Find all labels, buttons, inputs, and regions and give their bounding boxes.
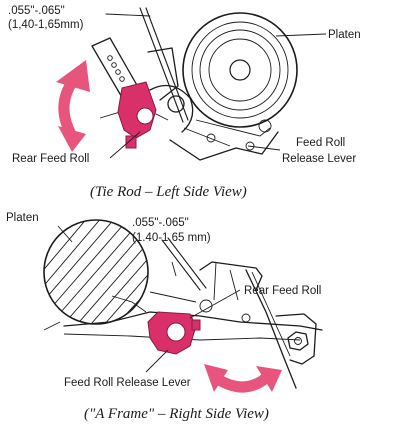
bottom-gap-mm: (1.40-1.65 mm) xyxy=(132,232,211,244)
bottom-gap-inches: .055"-.065" xyxy=(132,217,189,229)
top-gap-mm: (1,40-1,65mm) xyxy=(8,19,84,31)
bottom-a-frame xyxy=(43,261,323,389)
left-side-view xyxy=(56,7,327,161)
bottom-rear-feed-roll-label: Rear Feed Roll xyxy=(244,285,321,297)
bottom-platen-label: Platen xyxy=(6,212,39,224)
top-rear-feed-roll-highlight xyxy=(117,81,157,149)
bottom-rear-feed-roll-highlight xyxy=(147,311,201,355)
bottom-caption: ("A Frame" – Right Side View) xyxy=(84,406,269,422)
bottom-hex-nut xyxy=(287,331,309,351)
top-rear-feed-roll-label: Rear Feed Roll xyxy=(12,153,89,165)
top-release-lever-label-1: Feed Roll xyxy=(296,137,345,149)
top-caption: (Tie Rod – Left Side View) xyxy=(90,184,247,200)
top-gap-inches: .055"-.065" xyxy=(8,5,65,17)
top-release-lever-label-2: Release Lever xyxy=(282,153,356,165)
top-rotation-arrow xyxy=(56,60,90,152)
bottom-rotation-arrow xyxy=(204,364,282,393)
bottom-release-lever-label: Feed Roll Release Lever xyxy=(64,377,191,389)
top-platen xyxy=(182,12,298,128)
top-platen-label: Platen xyxy=(328,29,361,41)
